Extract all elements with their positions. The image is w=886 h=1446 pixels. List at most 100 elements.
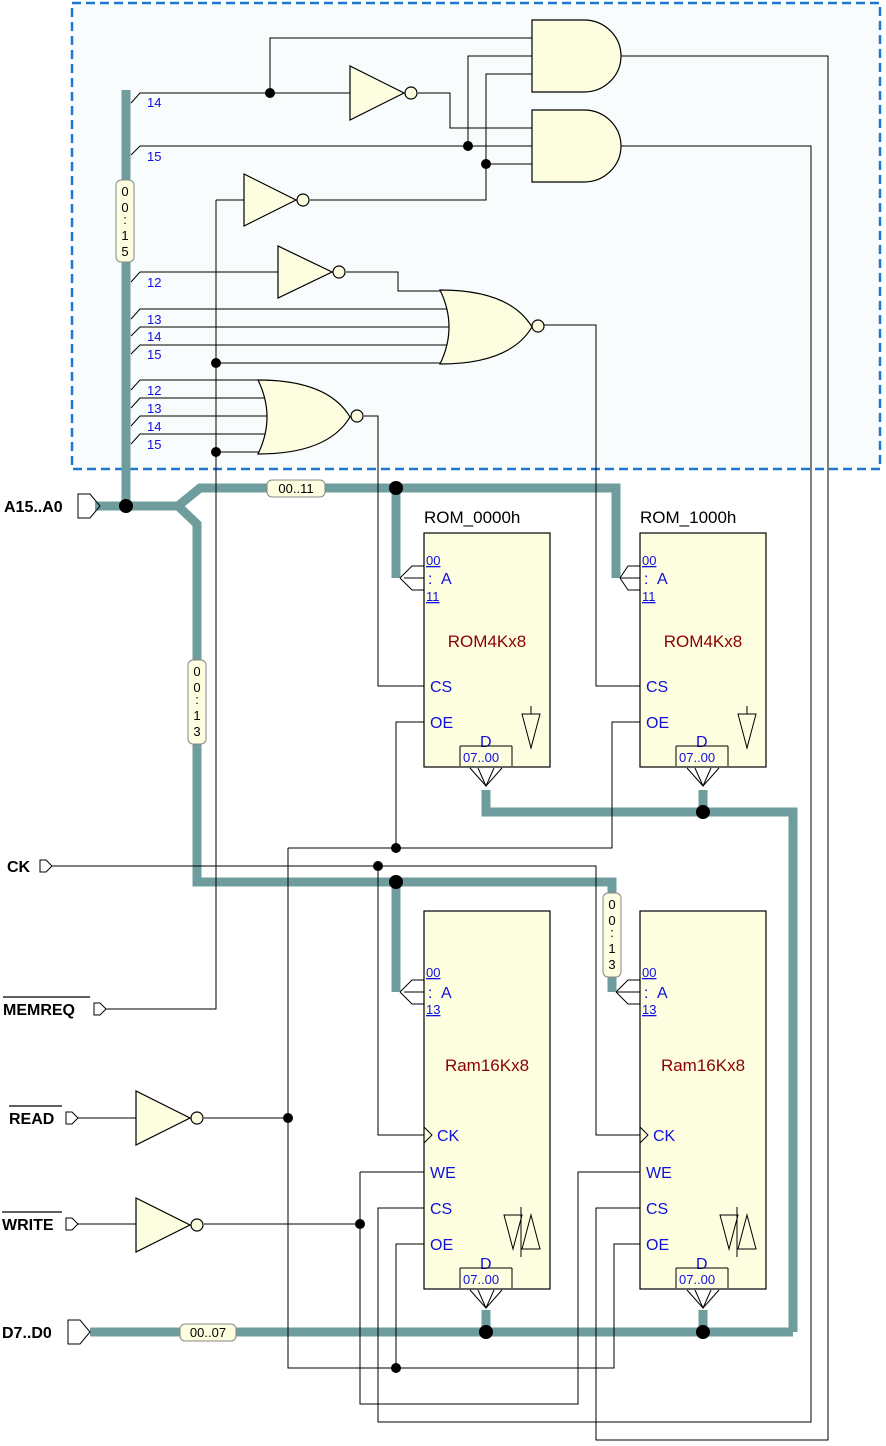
inverter-write-bubble [190,1218,204,1232]
svg-text:12: 12 [147,383,161,398]
svg-text:3: 3 [193,724,200,739]
inverter-a12 [277,245,334,299]
svg-text:CS: CS [430,679,452,696]
and-gate-bottom [531,109,622,183]
svg-text::: : [428,571,432,588]
or-gate-rom0 [257,379,351,455]
decoder-region [70,1,882,471]
control-wires [52,565,720,1405]
port-write[interactable]: WRITE [2,1211,79,1234]
svg-text:13: 13 [147,312,161,327]
svg-text:A: A [441,985,452,1002]
svg-text:00: 00 [426,553,440,568]
inverter-memreq-bubble [296,193,310,207]
svg-text:A: A [657,571,668,588]
junctions [119,88,710,1373]
svg-text:A: A [657,985,668,1002]
and-gate-top [531,19,622,93]
svg-text:0: 0 [608,913,615,928]
svg-text:WE: WE [646,1165,672,1182]
chip-rom1: ROM_1000h 00 : A 11 ROM4Kx8 CS OE D 07..… [639,508,767,768]
svg-text:1: 1 [193,708,200,723]
inverter-a12-bubble [332,265,346,279]
svg-text:Ram16Kx8: Ram16Kx8 [661,1056,745,1075]
svg-text:CK: CK [653,1128,676,1145]
port-ck[interactable]: CK [7,859,53,876]
svg-text:07..00: 07..00 [463,750,499,765]
inverter-read [135,1090,192,1146]
inverter-write [135,1197,192,1253]
svg-text:00: 00 [642,965,656,980]
svg-text:00: 00 [426,965,440,980]
svg-text:14: 14 [147,95,161,110]
or-gate-rom1-bubble [531,319,545,333]
bus-tag-addr-rom: 00..11 [266,479,326,498]
svg-text:OE: OE [646,1237,669,1254]
svg-text:5: 5 [121,244,128,259]
svg-text:Ram16Kx8: Ram16Kx8 [445,1056,529,1075]
svg-text:11: 11 [426,589,440,604]
port-memreq[interactable]: MEMREQ [3,996,107,1019]
svg-text:WE: WE [430,1165,456,1182]
svg-text:0: 0 [193,680,200,695]
decoder-wires [106,37,829,1441]
inverter-a14 [349,65,406,121]
svg-text:READ: READ [9,1111,54,1128]
svg-text:0: 0 [608,897,615,912]
svg-text:0: 0 [121,184,128,199]
svg-text::: : [610,925,614,940]
svg-text:CK: CK [7,859,31,876]
bus-tag-addr-full: 0 0 : 1 5 [115,179,135,263]
chip-rom1-name: ROM_1000h [640,508,736,527]
addr-bus-split [175,483,621,578]
svg-text:3: 3 [608,957,615,972]
svg-text:12: 12 [147,275,161,290]
svg-text::: : [644,985,648,1002]
chip-rom0-name: ROM_0000h [424,508,520,527]
or-gate-rom0-bubble [350,409,364,423]
inverter-read-bubble [190,1111,204,1125]
port-addr[interactable]: A15..A0 [4,493,101,519]
svg-text:D: D [480,734,492,751]
data-bus-rom [481,790,798,1332]
port-read[interactable]: READ [9,1105,79,1128]
svg-text:07..00: 07..00 [463,1272,499,1287]
svg-text:ROM4Kx8: ROM4Kx8 [664,632,742,651]
svg-text:1: 1 [608,941,615,956]
svg-text:A: A [441,571,452,588]
inverter-memreq [243,173,298,227]
svg-text:CK: CK [437,1128,460,1145]
svg-text:15: 15 [147,149,161,164]
svg-text:11: 11 [642,589,656,604]
svg-text:14: 14 [147,329,161,344]
svg-text:OE: OE [430,715,453,732]
svg-text:00..07: 00..07 [190,1325,226,1340]
addr-line-labels: 14 15 12 13 14 15 12 13 14 15 [147,95,161,452]
svg-text:MEMREQ: MEMREQ [3,1002,75,1019]
svg-text:D7..D0: D7..D0 [2,1325,52,1342]
svg-text:OE: OE [646,715,669,732]
svg-text:0: 0 [121,200,128,215]
svg-text:14: 14 [147,419,161,434]
chip-ram0: 00 : A 13 Ram16Kx8 CK WE CS OE D 07..00 [423,910,551,1290]
svg-text:WRITE: WRITE [2,1217,54,1234]
or-gate-rom1 [439,289,533,365]
svg-text:CS: CS [646,679,668,696]
svg-text:CS: CS [646,1201,668,1218]
svg-text:A15..A0: A15..A0 [4,499,63,516]
svg-text:ROM4Kx8: ROM4Kx8 [448,632,526,651]
bus-tag-addr-ram-right: 0 0 : 1 3 [602,892,622,978]
svg-text::: : [644,571,648,588]
svg-text:15: 15 [147,347,161,362]
svg-text:07..00: 07..00 [679,1272,715,1287]
svg-text:07..00: 07..00 [679,750,715,765]
svg-text::: : [428,985,432,1002]
svg-text:D: D [696,1256,708,1273]
bus-tag-data: 00..07 [179,1323,237,1342]
svg-text:00..11: 00..11 [278,481,313,496]
svg-text:CS: CS [430,1201,452,1218]
svg-text:1: 1 [121,228,128,243]
port-data[interactable]: D7..D0 [2,1319,91,1345]
svg-text:13: 13 [426,1002,440,1017]
